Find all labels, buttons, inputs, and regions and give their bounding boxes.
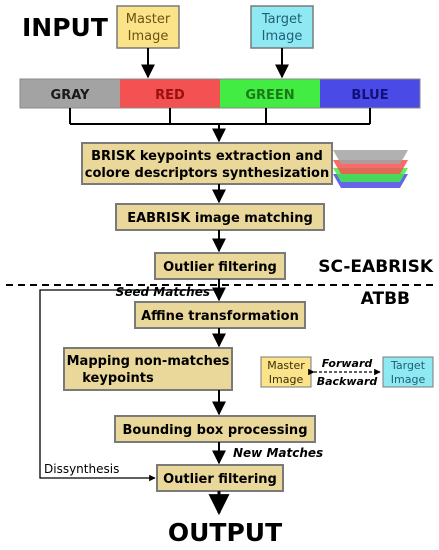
legend-target-box — [382, 356, 434, 388]
outlier-filter-label-1: Outlier filtering — [163, 260, 277, 275]
legend-master-label-2: Image — [269, 373, 304, 386]
channel-blue — [320, 79, 420, 108]
dissynthesis-label: Dissynthesis — [44, 462, 119, 476]
dissynthesis-feedback-line — [39, 289, 219, 482]
output-title: OUTPUT — [168, 518, 282, 547]
brisk-step-label-2: colore descriptors synthesization — [85, 166, 329, 181]
brisk-step-box: BRISK keypoints extraction and colore de… — [81, 142, 333, 185]
mapping-step-label-2: keypoints — [82, 371, 154, 386]
target-image-label-2: Image — [262, 29, 303, 44]
stacked-layers-icon — [333, 150, 408, 188]
channel-merge-bracket — [69, 108, 371, 143]
sc-eabrisk-section-label: SC-EABRISK — [318, 257, 434, 277]
channel-gray — [20, 79, 120, 108]
new-matches-label: New Matches — [233, 446, 323, 460]
master-image-label-2: Image — [128, 29, 169, 44]
master-image-label-1: Master — [126, 12, 171, 27]
channel-blue-label: BLUE — [351, 88, 388, 103]
target-image-label-1: Target — [261, 12, 302, 27]
channel-bar: GRAY RED GREEN BLUE — [19, 78, 421, 109]
seed-matches-label: Seed Matches — [116, 285, 210, 299]
mapping-step-box: Mapping non-matches keypoints — [63, 347, 233, 391]
master-image-box: Master Image — [116, 5, 180, 49]
channel-red-label: RED — [155, 88, 185, 103]
direction-legend: Master Image Target Image Forward Backwa… — [260, 356, 434, 388]
outlier-filter-step-box-1: Outlier filtering — [154, 252, 286, 280]
channel-green — [220, 79, 320, 108]
target-image-box: Target Image — [250, 5, 314, 49]
channel-gray-label: GRAY — [51, 88, 90, 103]
affine-step-box: Affine transformation — [134, 301, 306, 329]
eabrisk-step-label: EABRISK image matching — [127, 211, 313, 226]
mapping-step-label-1: Mapping non-matches — [67, 354, 230, 369]
outlier-filter-label-2: Outlier filtering — [163, 472, 277, 487]
affine-step-label: Affine transformation — [141, 309, 299, 324]
legend-master-label-1: Master — [267, 359, 305, 372]
bbox-step-box: Bounding box processing — [114, 415, 316, 443]
atbb-section-label: ATBB — [361, 289, 410, 309]
input-title: INPUT — [22, 13, 108, 42]
legend-target-label-1: Target — [390, 359, 426, 372]
eabrisk-step-box: EABRISK image matching — [115, 203, 325, 231]
bbox-step-label: Bounding box processing — [122, 423, 307, 438]
outlier-filter-step-box-2: Outlier filtering — [156, 464, 284, 492]
brisk-step-label-1: BRISK keypoints extraction and — [91, 149, 323, 164]
legend-forward-label: Forward — [322, 357, 373, 370]
channel-green-label: GREEN — [245, 88, 294, 103]
legend-master-box — [260, 356, 312, 388]
legend-target-label-2: Image — [391, 373, 426, 386]
legend-backward-label: Backward — [317, 375, 378, 388]
channel-red — [120, 79, 220, 108]
